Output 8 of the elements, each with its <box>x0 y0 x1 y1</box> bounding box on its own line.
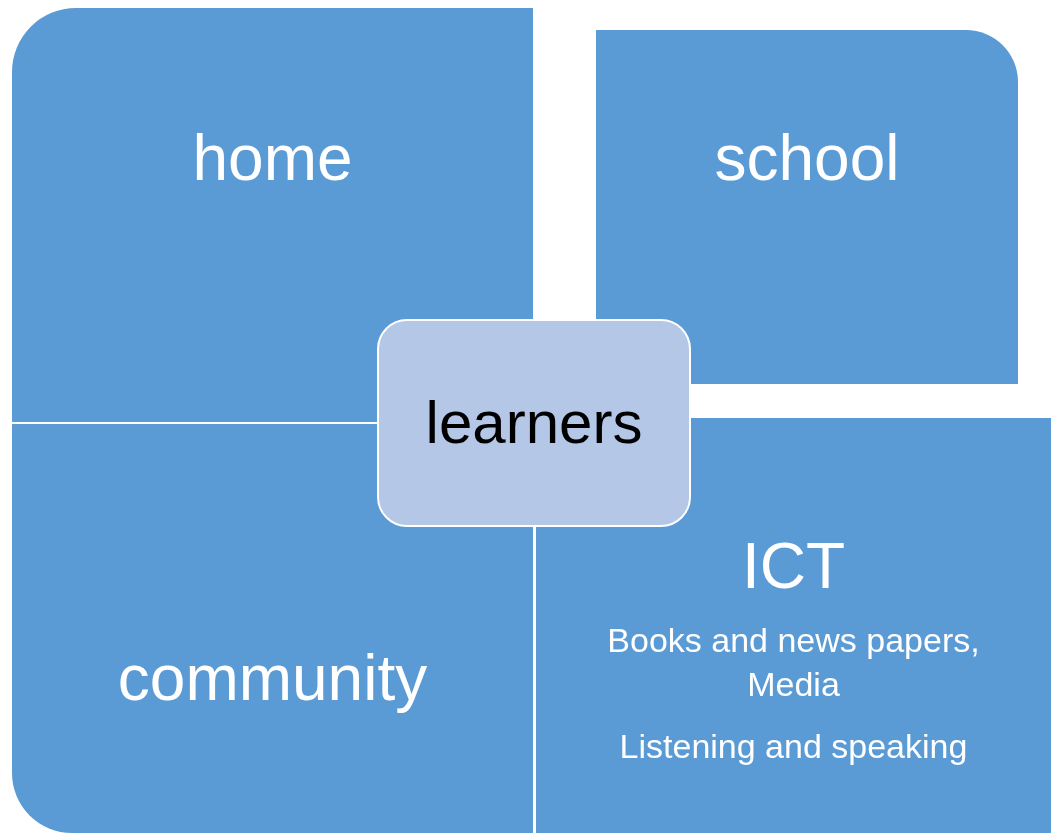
quadrant-box <box>596 30 1018 384</box>
center-box <box>377 319 691 527</box>
box-text: Books and news papers, Media <box>606 620 981 706</box>
box-title: home <box>192 126 353 190</box>
box-title: school <box>714 126 900 190</box>
box-title: learners <box>425 393 643 453</box>
box-text: Listening and speaking <box>618 726 969 768</box>
box-title: ICT <box>741 534 846 598</box>
